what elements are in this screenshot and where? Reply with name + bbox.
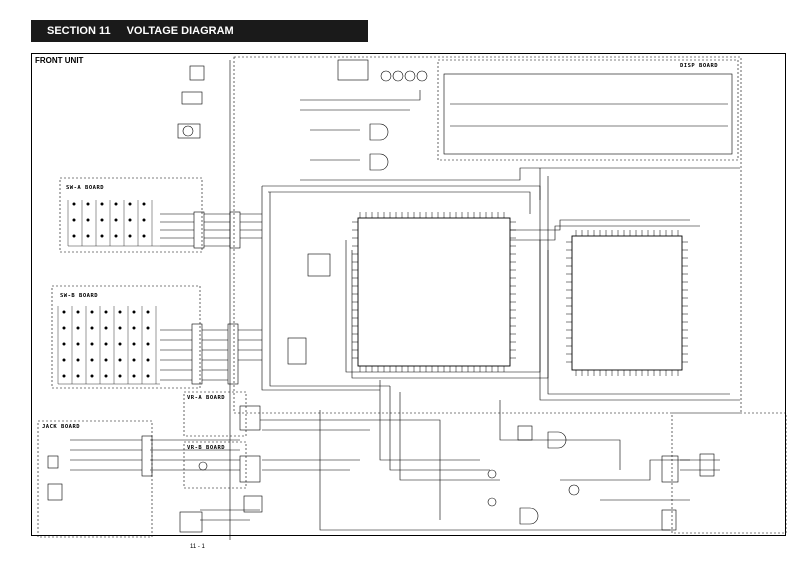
- display-controller-chip: [571, 235, 683, 371]
- jack-board-label: JACK BOARD: [42, 424, 81, 430]
- main-cpu-chip: [357, 217, 511, 367]
- and-gate-3: [547, 431, 567, 449]
- disp-board-boundary: [437, 59, 739, 161]
- vrb-board-boundary: [183, 441, 247, 489]
- vra-board-label: VR-A BOARD: [187, 395, 226, 401]
- diagram-frame: [31, 53, 786, 536]
- vrb-board-label: VR-B BOARD: [187, 445, 226, 451]
- and-gate-1: [369, 123, 389, 141]
- lower-right-boundary: [671, 412, 787, 534]
- and-gate-4: [519, 507, 539, 525]
- vra-board-boundary: [183, 391, 247, 437]
- swa-board-label: SW-A BOARD: [66, 185, 105, 191]
- section-number: SECTION 11: [47, 25, 111, 37]
- disp-board-label: DISP BOARD: [680, 63, 719, 69]
- jack-board-boundary: [37, 420, 153, 538]
- swb-board-boundary: [51, 285, 201, 389]
- front-unit-boundary: [233, 56, 742, 414]
- and-gate-2: [369, 153, 389, 171]
- section-title: VOLTAGE DIAGRAM: [126, 25, 234, 37]
- section-header: SECTION 11 VOLTAGE DIAGRAM: [31, 20, 368, 42]
- swb-board-label: SW-B BOARD: [60, 293, 99, 299]
- front-unit-label: FRONT UNIT: [35, 56, 84, 65]
- page-number: 11 - 1: [190, 544, 205, 550]
- display-connector: [443, 73, 733, 155]
